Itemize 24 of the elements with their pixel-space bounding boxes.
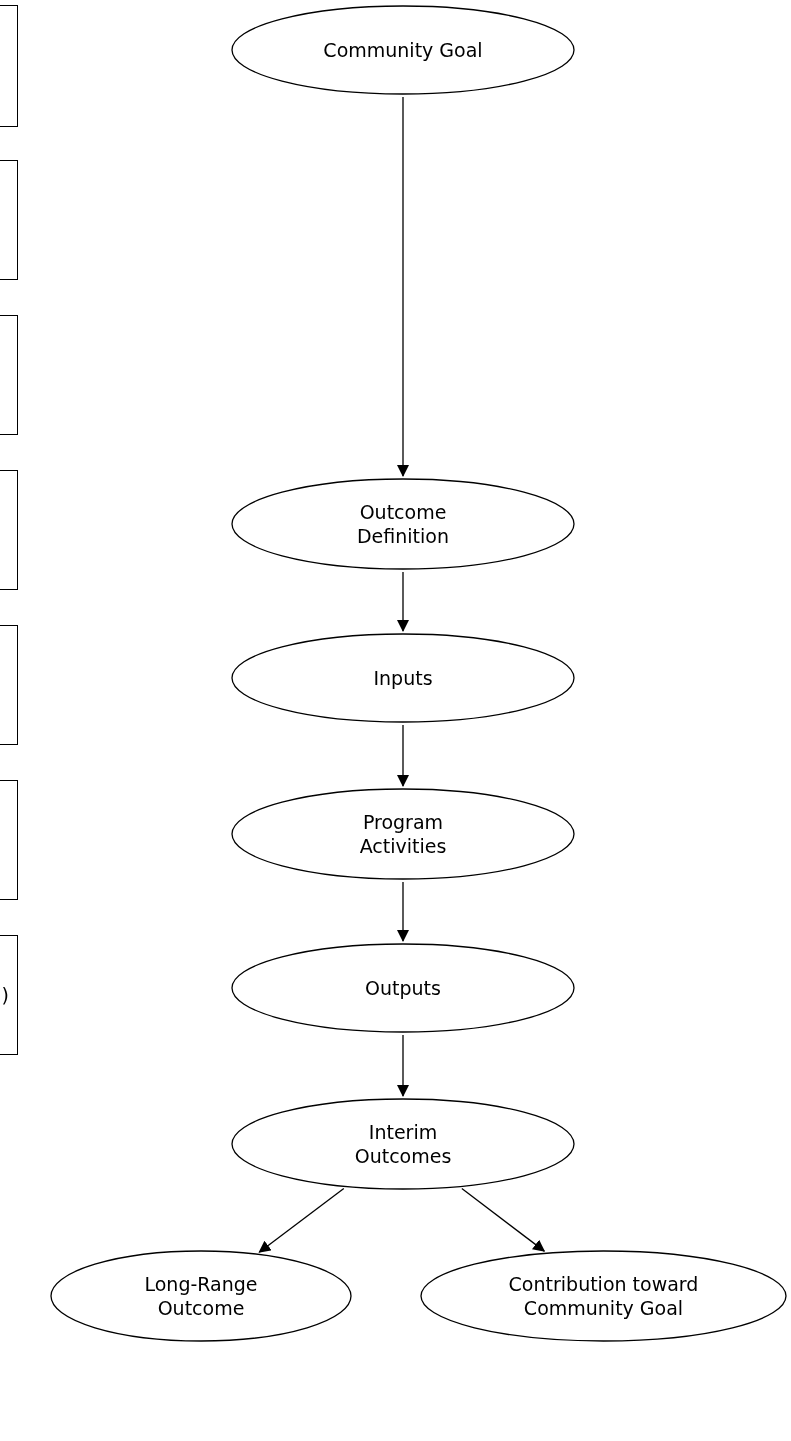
node-label: )	[1, 983, 9, 1007]
arrow	[397, 571, 409, 632]
process-ellipse	[231, 788, 575, 880]
arrow	[258, 1187, 345, 1253]
process-ellipse	[231, 943, 575, 1033]
process-ellipse	[420, 1250, 787, 1342]
node-label: Long-Range Outcome	[143, 1272, 259, 1320]
node-label: Community Goal	[323, 38, 483, 62]
node-label: Contribution toward Community Goal	[507, 1272, 700, 1320]
process-ellipse	[231, 633, 575, 723]
process-ellipse	[231, 5, 575, 95]
node-label: Inputs	[373, 666, 433, 690]
node-label: Outcome Definition	[356, 500, 450, 548]
arrow	[397, 1034, 409, 1097]
process-ellipse	[231, 1098, 575, 1190]
arrow	[397, 724, 409, 787]
node-label: Program Activities	[358, 810, 448, 858]
arrow	[461, 1187, 546, 1252]
node-label: Outputs	[365, 976, 441, 1000]
process-ellipse	[50, 1250, 352, 1342]
arrow	[397, 96, 409, 477]
node-label: Interim Outcomes	[353, 1120, 453, 1168]
process-ellipse	[231, 478, 575, 570]
arrow	[397, 881, 409, 942]
